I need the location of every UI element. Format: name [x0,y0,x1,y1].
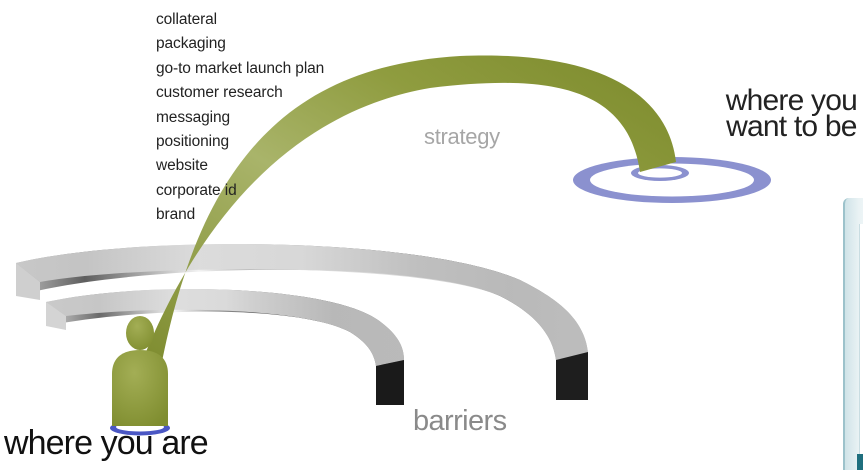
deliverable-item: messaging [156,108,231,126]
deliverable-item: customer research [156,84,283,102]
side-panel-foot [857,454,863,470]
origin-label: where you are [4,424,209,462]
deliverable-item: go-to market launch plan [156,59,325,77]
side-panel-edge [843,198,863,470]
deliverable-item: positioning [156,133,230,151]
deliverable-item: brand [156,206,196,224]
strategy-arrow [138,55,676,372]
deliverables-list: collateral packaging go-to market launch… [156,8,324,228]
destination-label-line1: where you [725,84,858,117]
deliverable-item: collateral [156,11,218,28]
side-panel-inner [859,224,863,464]
outer-barrier [16,243,588,400]
strategy-label: strategy [424,124,500,149]
deliverable-item: packaging [156,35,226,53]
destination-label: where you want to be [725,84,858,143]
deliverable-item: website [156,157,208,175]
person-figure [112,316,168,426]
destination-label-line2: want to be [726,110,857,143]
target-bullseye [638,168,682,178]
person-body [112,350,168,426]
target-rings [573,157,771,203]
person-head [126,316,154,350]
deliverable-item: corporate id [156,181,237,199]
barriers-label: barriers [413,405,507,437]
inner-barrier [46,289,404,405]
